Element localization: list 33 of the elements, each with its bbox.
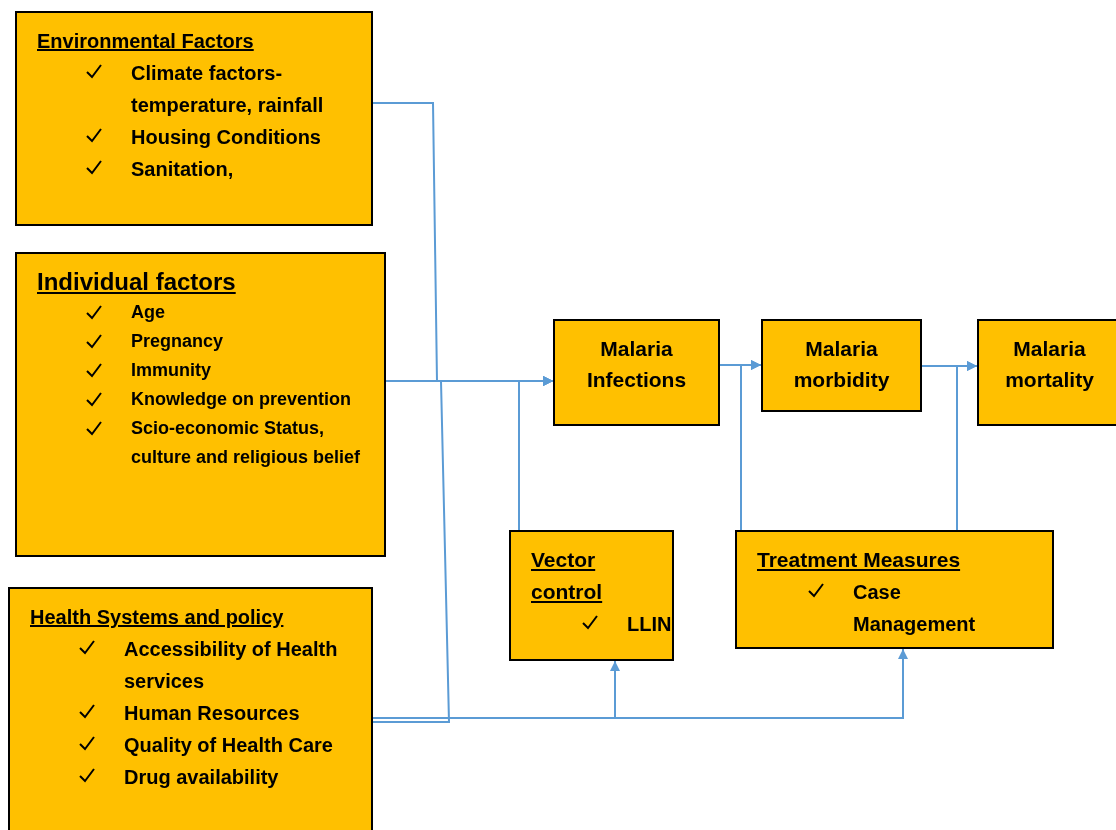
box-heading: Vector control xyxy=(531,547,604,605)
list-item: Drug availability xyxy=(124,765,279,790)
box-label: Malaria Infections xyxy=(585,336,688,393)
outcome-box xyxy=(761,319,922,412)
factor-box xyxy=(735,530,1054,649)
factor-box xyxy=(8,587,373,830)
factor-box xyxy=(15,252,386,557)
arrow xyxy=(921,361,978,371)
outcome-box xyxy=(977,319,1116,426)
arrow xyxy=(719,360,762,370)
list-item: LLIN xyxy=(627,612,672,637)
list-item: Age xyxy=(131,301,165,324)
list-item: Scio-economic Status, culture and religious belief xyxy=(131,417,362,469)
list-item: Case Management xyxy=(853,580,977,637)
box-label: Malaria morbidity xyxy=(792,336,891,393)
list-item: Sanitation, xyxy=(131,157,234,182)
list-item: Climate factors- temperature, rainfall xyxy=(131,61,325,118)
list-item: Pregnancy xyxy=(131,330,224,353)
list-item: Quality of Health Care xyxy=(124,733,333,758)
list-item: Knowledge on prevention xyxy=(131,388,351,411)
box-heading: Environmental Factors xyxy=(37,29,254,54)
factor-box xyxy=(509,530,674,661)
box-heading: Treatment Measures xyxy=(757,547,961,573)
box-label: Malaria mortality xyxy=(1004,336,1095,393)
arrow xyxy=(518,376,554,531)
box-heading: Health Systems and policy xyxy=(30,605,284,630)
list-item: Housing Conditions xyxy=(131,125,321,150)
list-item: Immunity xyxy=(131,359,211,382)
list-item: Accessibility of Health services xyxy=(124,637,339,694)
list-item: Human Resources xyxy=(124,701,300,726)
box-heading: Individual factors xyxy=(37,267,236,297)
factor-box xyxy=(15,11,373,226)
outcome-box xyxy=(553,319,720,426)
